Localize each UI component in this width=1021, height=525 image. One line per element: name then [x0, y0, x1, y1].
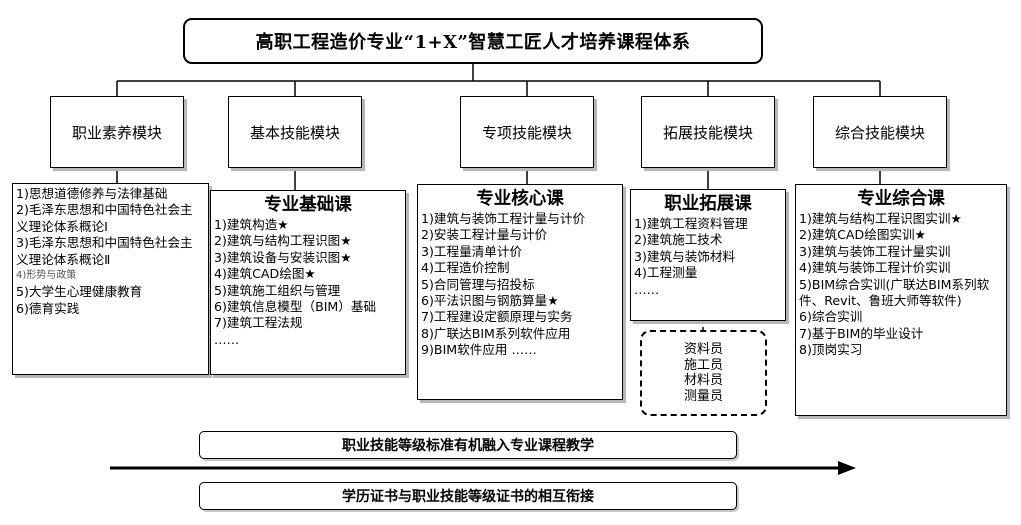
course-item: 1)思想道德修养与法律基础 — [16, 186, 168, 201]
course-box-title: 专业基础课 — [264, 195, 352, 215]
certificate-banner: 学历证书与职业技能等级证书的相互衔接 — [199, 482, 737, 510]
course-item: 1)建筑与结构工程识图实训★ — [799, 211, 962, 226]
course-item: 2)毛泽东思想和中国特色社会主义理论体系概论Ⅰ — [16, 202, 193, 234]
course-box-title: 专业核心课 — [476, 189, 564, 209]
module-professional-literacy: 职业素养模块 — [50, 96, 184, 168]
course-item: 8)顶岗实习 — [799, 342, 863, 358]
role-item: 测量员 — [683, 388, 723, 404]
course-box-title: 专业综合课 — [857, 189, 945, 209]
course-item: 3)毛泽东思想和中国特色社会主义理论体系概论Ⅱ — [16, 235, 193, 267]
course-item: 4)工程测量 — [634, 265, 698, 281]
course-box-foundation: 专业基础课 1)建筑构造★ 2)建筑与结构工程识图★ 3)建筑设备与安装识图★ … — [210, 190, 406, 375]
course-item: 2)安装工程计量与计价 — [421, 227, 548, 243]
course-box-title: 职业拓展课 — [664, 194, 752, 214]
module-comprehensive-skills: 综合技能模块 — [813, 96, 947, 168]
course-item: 7)建筑工程法规 — [214, 315, 303, 331]
course-item: 6)建筑信息模型（BIM）基础 — [214, 299, 377, 315]
course-item: 7)基于BIM的毕业设计 — [799, 325, 924, 341]
course-item: 4)形势与政策 — [16, 270, 77, 282]
role-item: 资料员 — [683, 342, 723, 357]
course-item: 6)平法识图与钢筋算量★ — [421, 293, 559, 309]
course-item: 4)建筑与装饰工程计价实训 — [799, 260, 951, 276]
course-item: 9)BIM软件应用 …… — [421, 342, 537, 358]
course-item: 3)建筑设备与安装识图★ — [214, 249, 352, 265]
course-item: 5)BIM综合实训(广联达BIM系列软件、Revit、鲁班大师等软件) — [799, 276, 990, 309]
course-item: 5)合同管理与招投标 — [421, 276, 535, 292]
course-item: 2)建筑与结构工程识图★ — [214, 233, 352, 249]
role-item: 施工员 — [683, 357, 723, 373]
course-item: 2)建筑施工技术 — [634, 232, 723, 248]
course-item: 4)工程造价控制 — [421, 260, 510, 276]
course-box-comprehensive: 专业综合课 1)建筑与结构工程识图实训★ 2)建筑CAD绘图实训★ 3)建筑与装… — [795, 184, 1007, 416]
course-item: 5)大学生心理健康教育 — [16, 284, 143, 300]
system-title: 高职工程造价专业“1+X”智慧工匠人才培养课程体系 — [183, 18, 763, 64]
course-item: 6)综合实训 — [799, 309, 863, 325]
integration-banner: 职业技能等级标准有机融入专业课程教学 — [199, 431, 737, 459]
course-item: 6)德育实践 — [16, 300, 80, 316]
course-item: 3)工程量清单计价 — [421, 243, 523, 259]
course-item: 2)建筑CAD绘图实训★ — [799, 227, 926, 243]
course-box-extension: 职业拓展课 1)建筑工程资料管理 2)建筑施工技术 3)建筑与装饰材料 4)工程… — [630, 189, 786, 321]
job-roles-box: 资料员 施工员 材料员 测量员 — [640, 330, 767, 416]
module-special-skills: 专项技能模块 — [460, 96, 594, 168]
course-item: 1)建筑构造★ — [214, 217, 289, 232]
course-item: 4)建筑CAD绘图★ — [214, 266, 316, 282]
course-item: 1)建筑与装饰工程计量与计价 — [421, 211, 586, 226]
course-item: 5)建筑施工组织与管理 — [214, 282, 341, 298]
course-item: 3)建筑与装饰材料 — [634, 248, 736, 264]
course-item: 7)工程建设定额原理与实务 — [421, 309, 573, 325]
course-item: 3)建筑与装饰工程计量实训 — [799, 243, 951, 259]
course-item: 1)建筑工程资料管理 — [634, 216, 748, 231]
course-item: …… — [214, 331, 240, 347]
module-basic-skills: 基本技能模块 — [228, 96, 362, 168]
flow-arrow-head — [838, 461, 856, 475]
course-item: 8)广联达BIM系列软件应用 — [421, 325, 571, 341]
role-item: 材料员 — [683, 373, 723, 388]
course-item: …… — [634, 281, 660, 297]
course-box-literacy: 1)思想道德修养与法律基础 2)毛泽东思想和中国特色社会主义理论体系概论Ⅰ 3)… — [12, 183, 209, 375]
module-extended-skills: 拓展技能模块 — [641, 96, 775, 168]
course-box-core: 专业核心课 1)建筑与装饰工程计量与计价 2)安装工程计量与计价 3)工程量清单… — [417, 184, 623, 400]
